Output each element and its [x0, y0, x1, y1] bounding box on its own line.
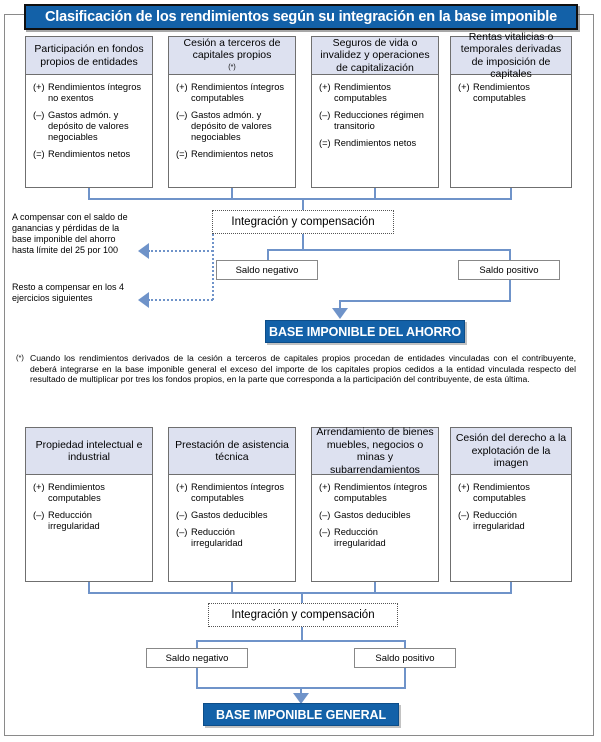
general-category-body-1: (+) Rendimientos computables (–) Reducci… [26, 475, 152, 542]
category-line: (–) Gastos admón. y depósito de valores … [176, 110, 272, 142]
category-line: (–) Reducción irregularidad [319, 527, 386, 548]
base-imponible-general-bar: BASE IMPONIBLE GENERAL [203, 703, 399, 726]
connector-vertical [510, 582, 512, 592]
category-line: (+) Rendimientos íntegros computables [176, 482, 285, 503]
general-category-body-4: (+) Rendimientos computables (–) Reducci… [451, 475, 571, 542]
general-saldo-negativo-box: Saldo negativo [146, 648, 248, 668]
connector-vertical [300, 687, 302, 694]
category-line: (+) Rendimientos computables [458, 482, 530, 503]
dotted-connector-horizontal [148, 250, 213, 252]
general-integration-box: Integración y compensación [208, 603, 398, 627]
connector-vertical [301, 627, 303, 641]
connector-vertical [339, 300, 341, 309]
connector-horizontal [196, 640, 406, 642]
savings-integration-box: Integración y compensación [212, 210, 394, 234]
category-line: (+) Rendimientos íntegros computables [176, 82, 285, 103]
general-category-box-4: Cesión del derecho a la explotación de l… [450, 427, 572, 582]
connector-vertical [88, 582, 90, 592]
connector-horizontal [339, 300, 511, 302]
savings-category-body-1: (+) Rendimientos íntegros no exentos (–)… [26, 75, 152, 170]
connector-horizontal [267, 249, 510, 251]
general-category-box-2: Prestación de asistencia técnica (+) Ren… [168, 427, 296, 582]
savings-category-box-1: Participación en fondos propios de entid… [25, 36, 153, 188]
footnote-mark: (*) [228, 63, 236, 71]
general-saldo-positivo-box: Saldo positivo [354, 648, 456, 668]
connector-vertical [510, 188, 512, 198]
savings-category-heading-1: Participación en fondos propios de entid… [26, 37, 152, 75]
connector-horizontal [88, 198, 512, 200]
connector-vertical [302, 198, 304, 210]
page-title: Clasificación de los rendimientos según … [24, 4, 578, 30]
category-line: (+) Rendimientos íntegros no exentos [33, 82, 142, 103]
general-category-body-3: (+) Rendimientos íntegros computables (–… [312, 475, 438, 559]
general-category-box-3: Arrendamiento de bienes muebles, negocio… [311, 426, 439, 582]
savings-category-body-2: (+) Rendimientos íntegros computables (–… [169, 75, 295, 170]
connector-vertical [88, 188, 90, 198]
category-line: (+) Rendimientos computables [33, 482, 105, 503]
footnote-text: Cuando los rendimientos derivados de la … [30, 353, 576, 385]
footnote: (*) Cuando los rendimientos derivados de… [16, 353, 576, 385]
category-line: (–) Gastos deducibles [176, 510, 268, 520]
connector-vertical [509, 280, 511, 301]
savings-saldo-positivo-box: Saldo positivo [458, 260, 560, 280]
connector-vertical [196, 668, 198, 688]
savings-category-body-3: (+) Rendimientos computables (–) Reducci… [312, 75, 438, 159]
savings-note-2: Resto a compensar en los 4 ejercicios si… [12, 282, 125, 303]
category-line: (=) Rendimientos netos [319, 138, 417, 148]
connector-vertical [196, 640, 198, 649]
arrow-left-icon [138, 292, 149, 308]
connector-vertical [301, 592, 303, 603]
connector-vertical [374, 582, 376, 592]
base-imponible-ahorro-bar: BASE IMPONIBLE DEL AHORRO [265, 320, 465, 343]
footnote-mark: (*) [16, 353, 24, 362]
general-category-body-2: (+) Rendimientos íntegros computables (–… [169, 475, 295, 559]
connector-horizontal [88, 592, 512, 594]
general-category-heading-3: Arrendamiento de bienes muebles, negocio… [312, 426, 438, 476]
category-line: (+) Rendimientos íntegros computables [319, 482, 428, 503]
arrow-down-icon [293, 693, 309, 704]
connector-vertical [404, 668, 406, 688]
category-line: (+) Rendimientos computables [319, 82, 391, 103]
connector-vertical [231, 188, 233, 198]
savings-category-box-2: Cesión a terceros de capitales propios(*… [168, 36, 296, 188]
category-line: (=) Rendimientos netos [33, 149, 131, 159]
arrow-down-icon [332, 308, 348, 319]
dotted-connector-horizontal [148, 299, 213, 301]
savings-saldo-negativo-box: Saldo negativo [216, 260, 318, 280]
savings-category-box-4: Rentas vitalicias o temporales derivadas… [450, 31, 572, 188]
savings-category-body-4: (+) Rendimientos computables [451, 75, 571, 114]
savings-category-box-3: Seguros de vida o invalidez y operacione… [311, 36, 439, 188]
category-line: (+) Rendimientos computables [458, 82, 530, 103]
category-line: (–) Gastos deducibles [319, 510, 411, 520]
category-line: (–) Reducciones régimen transitorio [319, 110, 424, 131]
category-line: (–) Reducción irregularidad [176, 527, 243, 548]
arrow-left-icon [138, 243, 149, 259]
savings-note-1: A compensar con el saldo de ganancias y … [12, 212, 128, 255]
connector-vertical [302, 234, 304, 250]
connector-vertical [509, 249, 511, 261]
general-category-heading-4: Cesión del derecho a la explotación de l… [451, 428, 571, 475]
dotted-connector-vertical [212, 234, 214, 300]
general-category-heading-2: Prestación de asistencia técnica [169, 428, 295, 475]
connector-vertical [267, 249, 269, 261]
connector-vertical [374, 188, 376, 198]
savings-category-heading-2: Cesión a terceros de capitales propios(*… [169, 37, 295, 75]
category-line: (–) Gastos admón. y depósito de valores … [33, 110, 129, 142]
connector-vertical [231, 582, 233, 592]
savings-category-heading-3: Seguros de vida o invalidez y operacione… [312, 37, 438, 75]
general-category-heading-1: Propiedad intelectual e industrial [26, 428, 152, 475]
category-line: (–) Reducción irregularidad [33, 510, 100, 531]
category-line: (–) Reducción irregularidad [458, 510, 525, 531]
connector-vertical [404, 640, 406, 649]
general-category-box-1: Propiedad intelectual e industrial (+) R… [25, 427, 153, 582]
savings-category-heading-4: Rentas vitalicias o temporales derivadas… [451, 31, 571, 80]
category-line: (=) Rendimientos netos [176, 149, 274, 159]
